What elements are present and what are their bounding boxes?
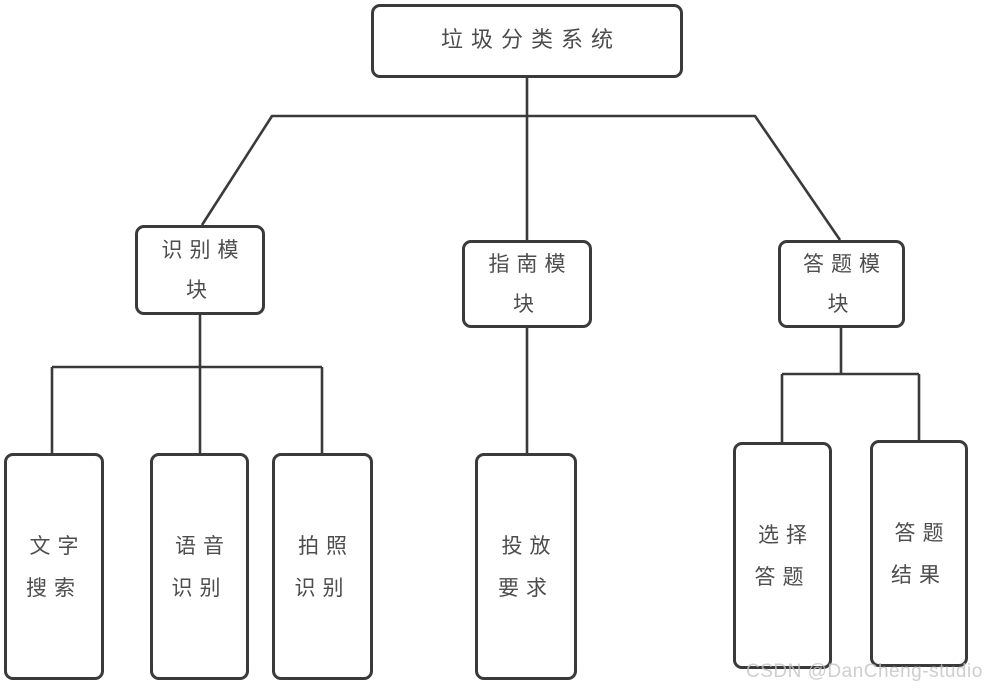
node-label: 语音识别 — [171, 533, 231, 600]
node-quiz-module: 答题模块 — [778, 240, 905, 328]
node-label: 指南模块 — [488, 252, 573, 316]
node-disposal-requirements: 投放要求 — [475, 453, 577, 680]
node-photo-recognition: 拍照识别 — [272, 453, 373, 680]
node-label: 投放要求 — [498, 533, 558, 600]
node-label: 识别模块 — [161, 238, 246, 302]
node-text-search: 文字搜索 — [4, 453, 104, 680]
node-label: 文字搜索 — [26, 533, 86, 600]
node-voice-recognition: 语音识别 — [150, 453, 249, 680]
edge-root-branches — [200, 114, 842, 241]
node-quiz-result: 答题结果 — [870, 440, 968, 667]
node-label: 拍照识别 — [294, 533, 354, 600]
node-label: 答题结果 — [891, 520, 951, 587]
node-label: 选择答题 — [754, 522, 814, 589]
node-recognition-module: 识别模块 — [135, 225, 265, 315]
node-guide-module: 指南模块 — [462, 240, 592, 328]
csdn-watermark: CSDN @DanCheng-studio — [746, 661, 983, 682]
node-label: 垃圾分类系统 — [440, 28, 621, 53]
node-garbage-classification-system: 垃圾分类系统 — [371, 4, 683, 78]
node-label: 答题模块 — [803, 252, 887, 316]
node-choice-quiz: 选择答题 — [733, 442, 832, 669]
